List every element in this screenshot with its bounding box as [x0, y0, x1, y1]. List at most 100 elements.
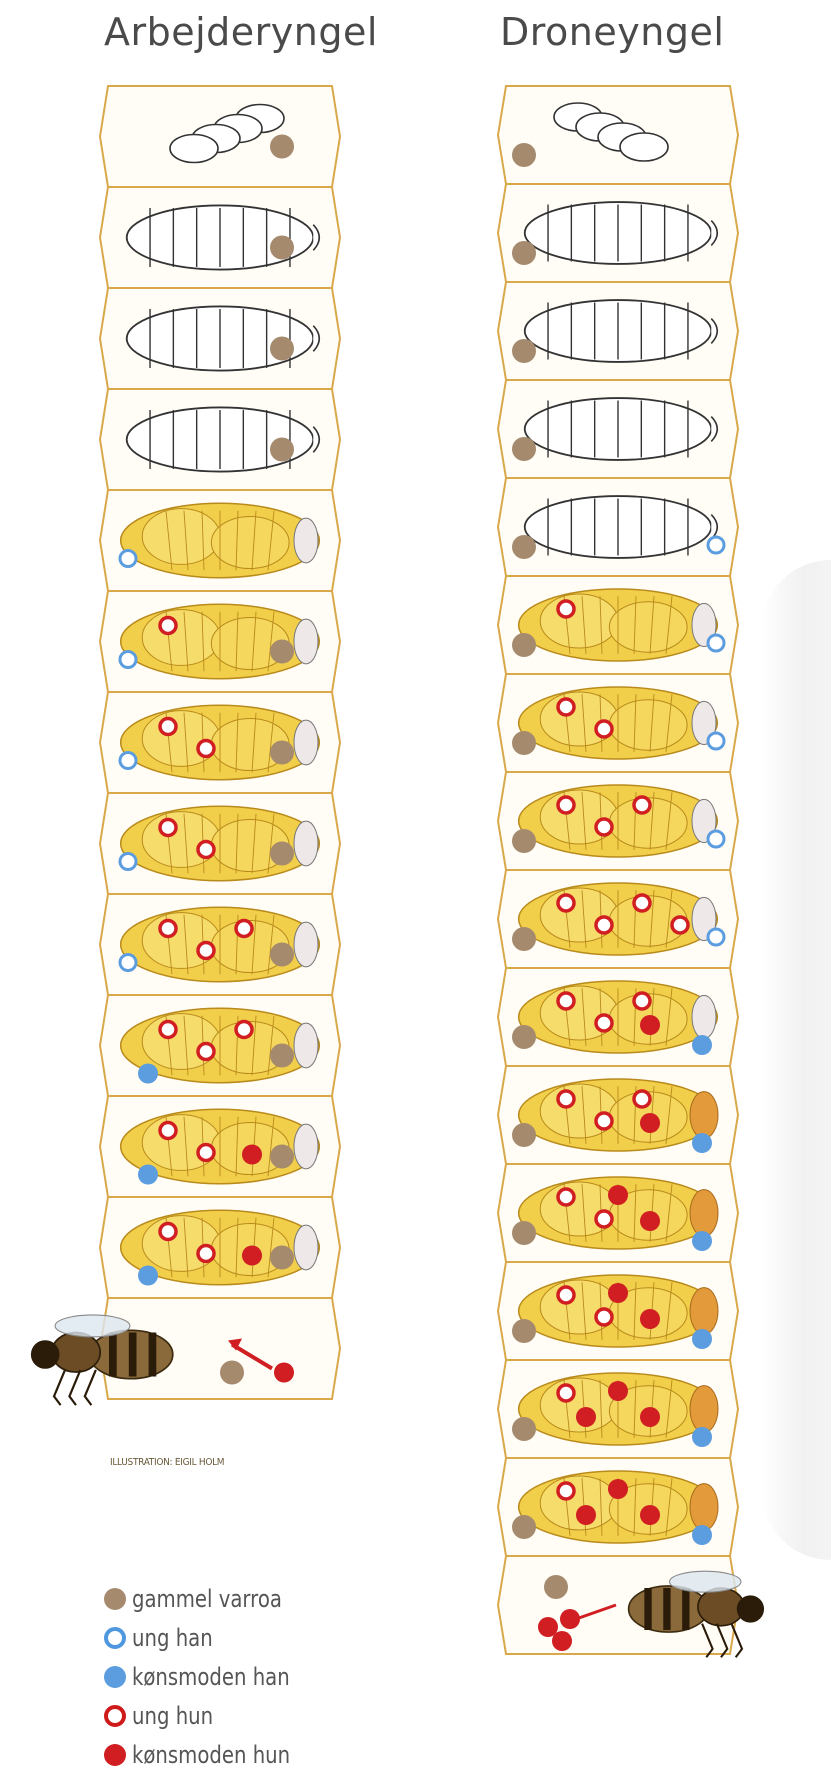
young-female-varroa-icon: [160, 1224, 176, 1240]
legend-item-adult-female: kønsmoden hun: [104, 1735, 325, 1774]
pupa-wing: [142, 1014, 220, 1070]
old-varroa-icon: [512, 1221, 536, 1245]
young-male-varroa-icon: [708, 635, 724, 651]
young-female-varroa-icon: [634, 797, 650, 813]
young-female-varroa-icon: [198, 1145, 214, 1161]
adult-female-symbol-icon: [104, 1744, 126, 1766]
adult-female-varroa-icon: [242, 1145, 262, 1165]
brood-stage-8: [100, 793, 340, 894]
bee-stripe: [663, 1588, 670, 1630]
young-female-varroa-icon: [558, 1483, 574, 1499]
adult-female-varroa-icon: [274, 1363, 294, 1383]
old-varroa-icon: [512, 241, 536, 265]
pupa-eye: [294, 922, 318, 967]
adult-male-varroa-icon: [692, 1231, 712, 1251]
young-female-varroa-icon: [558, 1385, 574, 1401]
young-female-varroa-icon: [236, 921, 252, 937]
young-male-varroa-icon: [120, 753, 136, 769]
brood-stage-4: [100, 389, 340, 490]
adult-male-varroa-icon: [692, 1427, 712, 1447]
bee-wing: [670, 1571, 741, 1592]
young-female-varroa-icon: [596, 1015, 612, 1031]
brood-stage-7: [498, 674, 738, 772]
brood-stage-7: [100, 692, 340, 793]
old-varroa-icon: [512, 437, 536, 461]
bee-stripe: [644, 1588, 651, 1630]
adult-female-varroa-icon: [640, 1505, 660, 1525]
pupa-wing: [142, 1115, 220, 1171]
old-varroa-icon: [220, 1361, 244, 1385]
pupa-eye: [294, 720, 318, 765]
pupa-eye: [690, 1386, 718, 1433]
young-female-varroa-icon: [558, 895, 574, 911]
young-male-varroa-icon: [120, 955, 136, 971]
adult-female-varroa-icon: [560, 1609, 580, 1629]
bee-head: [737, 1595, 764, 1622]
adult-female-varroa-icon: [640, 1015, 660, 1035]
legend-item-adult-male: kønsmoden han: [104, 1657, 325, 1696]
young-female-varroa-icon: [558, 1091, 574, 1107]
young-female-varroa-icon: [236, 1022, 252, 1038]
old-varroa-icon: [512, 1417, 536, 1441]
old-varroa-icon: [512, 339, 536, 363]
brood-stage-6: [498, 576, 738, 674]
brood-stage-13: [498, 1262, 738, 1360]
young-female-varroa-icon: [198, 943, 214, 959]
old-varroa-icon: [544, 1575, 568, 1599]
pupa-wing: [142, 1216, 220, 1272]
adult-female-varroa-icon: [608, 1283, 628, 1303]
young-female-varroa-icon: [596, 721, 612, 737]
brood-stage-9: [100, 894, 340, 995]
bee-stripe: [129, 1333, 137, 1377]
old-varroa-icon: [270, 1246, 294, 1270]
young-female-varroa-icon: [160, 1123, 176, 1139]
adult-male-varroa-icon: [138, 1064, 158, 1084]
pupa-wing: [211, 516, 289, 568]
larva-segment: [620, 133, 668, 161]
old-varroa-icon: [512, 1319, 536, 1343]
legend-label: ung han: [132, 1624, 213, 1652]
pupa-eye: [294, 1023, 318, 1068]
adult-female-varroa-icon: [608, 1381, 628, 1401]
pupa-wing: [609, 602, 687, 652]
legend-label: kønsmoden hun: [132, 1741, 290, 1769]
legend-label: gammel varroa: [132, 1585, 282, 1613]
old-varroa-icon: [270, 943, 294, 967]
young-male-varroa-icon: [120, 551, 136, 567]
young-female-varroa-icon: [634, 895, 650, 911]
legend-item-old-varroa: gammel varroa: [104, 1579, 325, 1618]
young-female-varroa-icon: [672, 917, 688, 933]
young-female-varroa-icon: [160, 618, 176, 634]
old-varroa-icon: [512, 535, 536, 559]
young-male-varroa-icon: [708, 831, 724, 847]
old-varroa-icon: [512, 143, 536, 167]
adult-female-varroa-icon: [576, 1407, 596, 1427]
adult-female-varroa-icon: [576, 1505, 596, 1525]
legend: gammel varroa ung han kønsmoden han ung …: [104, 1579, 325, 1774]
brood-stage-10: [100, 995, 340, 1096]
young-male-varroa-icon: [120, 854, 136, 870]
young-female-varroa-icon: [558, 993, 574, 1009]
pupa-wing: [142, 509, 220, 565]
worker-brood-column: [31, 86, 340, 1405]
pupa-wing: [142, 610, 220, 666]
brood-stage-12: [100, 1197, 340, 1298]
young-female-varroa-icon: [634, 1091, 650, 1107]
larva-segment: [170, 135, 218, 163]
pupa-wing: [142, 812, 220, 868]
pupa-wing: [142, 711, 220, 767]
old-varroa-icon: [270, 337, 294, 361]
pupa-eye: [690, 1288, 718, 1335]
adult-male-varroa-icon: [692, 1329, 712, 1349]
brood-stage-12: [498, 1164, 738, 1262]
pupa-eye: [294, 821, 318, 866]
young-female-varroa-icon: [198, 741, 214, 757]
young-male-varroa-icon: [708, 733, 724, 749]
pupa-eye: [690, 1190, 718, 1237]
pupa-eye: [690, 1484, 718, 1531]
old-varroa-icon: [270, 640, 294, 664]
young-female-varroa-icon: [558, 1287, 574, 1303]
young-female-varroa-icon: [160, 719, 176, 735]
young-female-varroa-icon: [596, 1113, 612, 1129]
young-male-varroa-icon: [708, 929, 724, 945]
